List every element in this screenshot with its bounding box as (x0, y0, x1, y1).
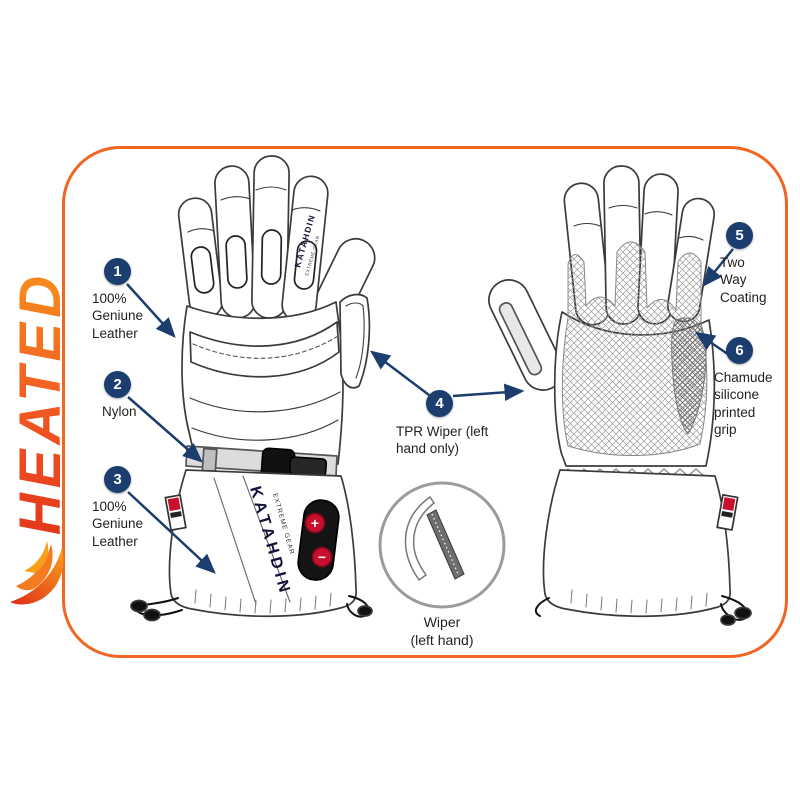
callout-3-label: 100% Geniune Leather (92, 499, 144, 549)
callout-2: 2 Nylon (102, 371, 137, 419)
callout-4-label: TPR Wiper (left hand only) (396, 424, 489, 457)
right-glove (488, 165, 752, 626)
palm-grip-texture (561, 241, 708, 456)
drawstring-toggle (357, 605, 373, 617)
drawstring-toggle (143, 608, 161, 622)
callout-1-label: 100% Geniune Leather (92, 291, 144, 341)
callout-4-line-right (452, 383, 525, 401)
drawstring-toggle (720, 614, 736, 626)
callout-5-label: Two Way Coating (720, 255, 767, 305)
callout-3: 3 100% Geniune Leather (92, 466, 143, 549)
right-glove-cuff (542, 469, 731, 618)
drawstring-toggle (734, 606, 752, 620)
heat-plus-button (304, 512, 326, 534)
left-glove-wiper-panel (339, 293, 371, 389)
brand-tag (716, 494, 739, 531)
wiper-holder (404, 495, 436, 582)
callout-4-number: 4 (426, 390, 453, 417)
inset-caption: Wiper (left hand) (410, 614, 474, 649)
callout-2-line (127, 396, 203, 463)
drawstring-toggle (130, 599, 148, 613)
flame-icon (10, 541, 64, 605)
callout-4: 4 TPR Wiper (left hand only) (396, 390, 488, 456)
callout-5-number: 5 (726, 222, 753, 249)
heat-minus-button (311, 546, 333, 568)
callout-2-label: Nylon (102, 404, 137, 419)
callout-6-number: 6 (726, 337, 753, 364)
callout-1: 1 100% Geniune Leather (92, 258, 143, 341)
wiper-blade (426, 509, 465, 580)
callout-6: 6 Chamude silicone printed grip (714, 337, 773, 437)
wiper-inset (378, 481, 506, 609)
brand-tag (164, 494, 187, 531)
plus-glyph: + (311, 515, 319, 531)
callout-5: 5 Two Way Coating (720, 222, 767, 305)
callout-2-number: 2 (104, 371, 131, 398)
callout-5-line (702, 248, 734, 287)
callout-3-number: 3 (104, 466, 131, 493)
callout-1-line (126, 283, 176, 338)
callout-1-number: 1 (104, 258, 131, 285)
callout-4-line-left (370, 350, 430, 396)
callout-6-label: Chamude silicone printed grip (714, 370, 773, 437)
callout-3-line (127, 491, 216, 574)
minus-glyph: − (318, 549, 326, 565)
left-glove: + − KATAHDIN EXTREME GEAR KATAHDIN EXTRE… (130, 155, 376, 622)
tpr-wiper-strip (498, 302, 543, 376)
zigzag-stitch (559, 468, 705, 477)
